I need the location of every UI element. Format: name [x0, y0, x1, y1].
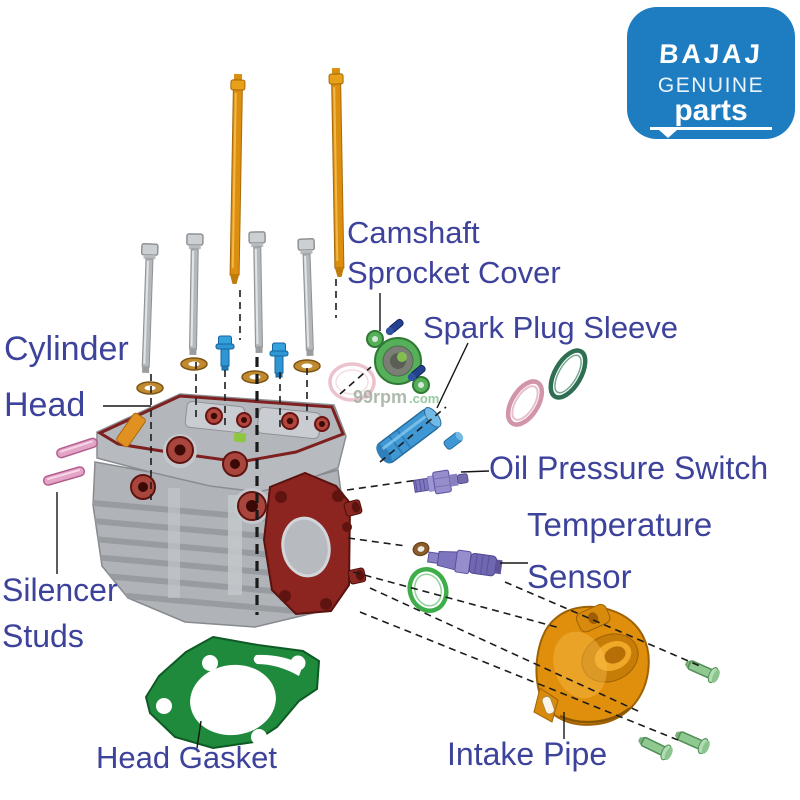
oil-pressure-switch-part	[412, 469, 469, 495]
o-ring-pink-part	[505, 379, 545, 427]
green-dowel	[233, 432, 247, 443]
sleeve-bolts-part	[215, 335, 289, 378]
label-spark-plug-sleeve: Spark Plug Sleeve	[423, 310, 679, 345]
label-pointer-lines	[56, 293, 565, 749]
spark-plug-sleeve-part	[376, 407, 464, 464]
label-line: Camshaft	[347, 215, 480, 250]
cylinder-head-part	[92, 393, 352, 628]
o-ring-teal-part	[548, 348, 588, 400]
head-bolts-part	[140, 231, 316, 374]
logo-underline	[650, 127, 772, 130]
cover-bolts-part	[385, 318, 426, 382]
temperature-sensor-part	[427, 549, 503, 577]
label-camshaft-sprocket-cover: Camshaft Sprocket Cover	[347, 213, 561, 293]
silencer-studs-part	[42, 437, 98, 486]
label-temperature-line2: Sensor	[527, 558, 632, 595]
label-cylinder-head-line1: Cylinder	[4, 330, 129, 368]
o-ring-green-part	[407, 567, 449, 613]
intake-pipe-part	[533, 603, 650, 726]
label-oil-pressure-switch: Oil Pressure Switch	[489, 450, 769, 486]
label-head-gasket: Head Gasket	[96, 740, 277, 775]
watermark: 99rpm .com	[353, 387, 439, 407]
cylinder-studs-part	[229, 67, 345, 285]
bajaj-genuine-parts-logo: BAJAJ GENUINE parts	[627, 7, 795, 139]
head-gasket-part	[144, 635, 321, 750]
label-silencer-line2: Studs	[2, 618, 84, 654]
logo-genuine-text: GENUINE	[657, 74, 765, 97]
o-ring-faint-pink	[328, 362, 376, 402]
label-temperature-line1: Temperature	[527, 506, 713, 543]
logo-arrow-icon	[659, 130, 677, 138]
camshaft-sprocket-cover-part	[366, 330, 430, 394]
temperature-sensor-washer	[412, 541, 430, 557]
red-plugs-part	[343, 499, 367, 585]
label-cylinder-head-line2: Head	[4, 386, 86, 424]
dowel-pin	[116, 412, 146, 448]
logo-parts-text: parts	[674, 94, 748, 127]
intake-bolts-part	[638, 660, 720, 761]
watermark-text: 99rpm	[353, 387, 407, 407]
label-intake-pipe: Intake Pipe	[447, 736, 608, 772]
watermark-tld: .com	[409, 391, 439, 406]
label-line: Sprocket Cover	[347, 255, 561, 290]
label-silencer-line1: Silencer	[2, 572, 118, 608]
assembly-dashed-lines	[150, 279, 701, 741]
logo-brand-text: BAJAJ	[658, 39, 764, 69]
